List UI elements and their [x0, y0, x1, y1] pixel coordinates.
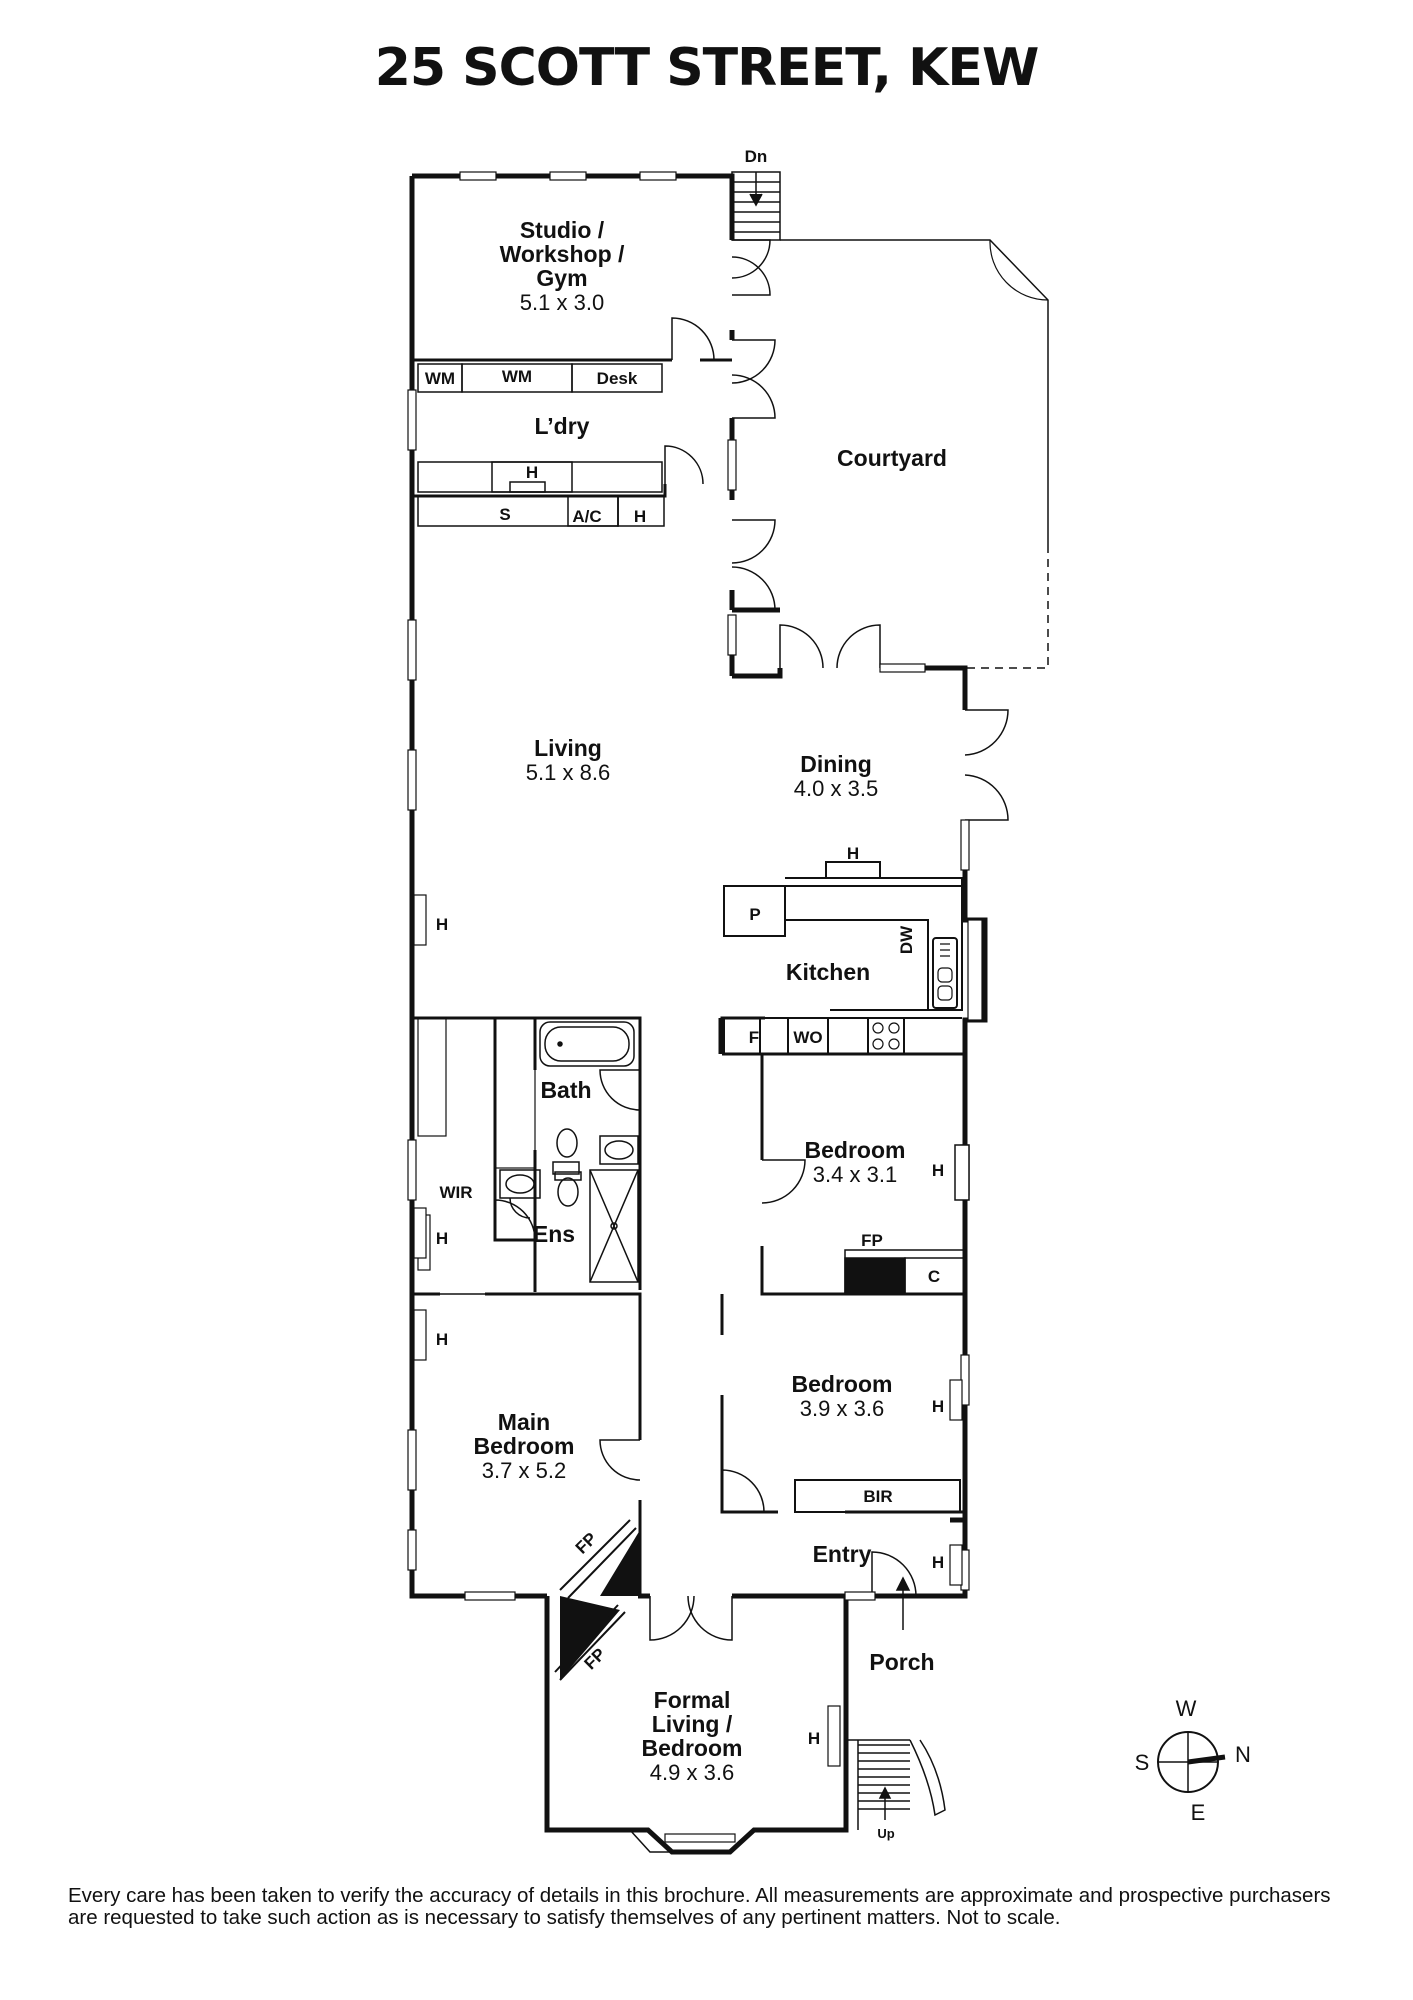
courtyard-outline [780, 239, 1049, 669]
courtyard-label: Courtyard [837, 445, 947, 471]
fireplace-double [554, 1519, 640, 1681]
svg-text:4.0 x 3.5: 4.0 x 3.5 [794, 776, 878, 801]
wir-heater-label: H [436, 1229, 448, 1248]
compass-e: E [1191, 1800, 1206, 1825]
kitchen-heater-label: H [847, 844, 859, 863]
svg-text:Studio /: Studio / [520, 217, 605, 243]
main-bedroom-label: Main Bedroom 3.7 x 5.2 [474, 1409, 575, 1483]
porch-label: Porch [869, 1649, 934, 1675]
entry-arrow [895, 1576, 911, 1630]
dishwasher-label: DW [897, 925, 916, 954]
svg-text:5.1 x 8.6: 5.1 x 8.6 [526, 760, 610, 785]
main-heater-label: H [436, 1330, 448, 1349]
doors [440, 239, 1009, 1641]
svg-text:Bedroom: Bedroom [805, 1137, 906, 1163]
kitchen-sink-bowls [937, 943, 953, 1001]
bedroom3-heater-label: H [932, 1397, 944, 1416]
living-heater-label: H [436, 915, 448, 934]
bedroom3-label: Bedroom 3.9 x 3.6 [792, 1371, 893, 1421]
formal-living-label: Formal Living / Bedroom 4.9 x 3.6 [642, 1687, 743, 1785]
svg-text:Living: Living [534, 735, 602, 761]
bath-fixtures [499, 1021, 639, 1283]
dining-label: Dining 4.0 x 3.5 [794, 751, 878, 801]
svg-text:3.9 x 3.6: 3.9 x 3.6 [800, 1396, 884, 1421]
desk-label: Desk [597, 369, 638, 388]
pantry-label: P [749, 905, 760, 924]
bedroom2-fireplace-label: FP [861, 1231, 883, 1250]
wir-label: WIR [439, 1183, 472, 1202]
ens-label: Ens [533, 1221, 575, 1247]
laundry-heater-label: H [526, 463, 538, 482]
laundry-fixtures [417, 363, 665, 527]
page-title: 25 SCOTT STREET, KEW [374, 38, 1040, 98]
compass-s: S [1135, 1750, 1150, 1775]
svg-text:5.1 x 3.0: 5.1 x 3.0 [520, 290, 604, 315]
svg-text:3.7 x 5.2: 3.7 x 5.2 [482, 1458, 566, 1483]
bedroom2-heater-label: H [932, 1161, 944, 1180]
bay-window [629, 1829, 753, 1853]
wm-label-2: WM [502, 367, 532, 386]
entry-heater-label: H [932, 1553, 944, 1572]
svg-text:Formal: Formal [654, 1687, 731, 1713]
svg-text:Bedroom: Bedroom [642, 1735, 743, 1761]
bir-label: BIR [863, 1487, 892, 1506]
stairs-up [846, 1739, 946, 1830]
kitchen-label: Kitchen [786, 959, 870, 985]
stairs-up-label: Up [877, 1826, 894, 1841]
cooktop [872, 1022, 900, 1050]
ac-label: A/C [572, 507, 601, 526]
ac-heater-label: H [634, 507, 646, 526]
compass-icon: W S N E [1135, 1696, 1251, 1825]
bath-label: Bath [540, 1077, 591, 1103]
svg-text:4.9 x 3.6: 4.9 x 3.6 [650, 1760, 734, 1785]
svg-text:Gym: Gym [536, 265, 587, 291]
living-label: Living 5.1 x 8.6 [526, 735, 610, 785]
svg-text:Main: Main [498, 1409, 550, 1435]
studio-label: Studio / Workshop / Gym 5.1 x 3.0 [500, 217, 625, 315]
compass-n: N [1235, 1742, 1251, 1767]
svg-text:Bedroom: Bedroom [792, 1371, 893, 1397]
sink-label: S [499, 505, 510, 524]
svg-text:3.4 x 3.1: 3.4 x 3.1 [813, 1162, 897, 1187]
stairs-down [731, 171, 781, 241]
formal-heater-label: H [808, 1729, 820, 1748]
wm-label-1: WM [425, 369, 455, 388]
laundry-label: L’dry [535, 413, 590, 439]
svg-text:Dining: Dining [800, 751, 872, 777]
windows [407, 171, 970, 1843]
heaters [413, 894, 963, 1767]
kitchen-fixtures [721, 861, 983, 1055]
bedroom2-fixtures [844, 1144, 970, 1295]
svg-text:Bedroom: Bedroom [474, 1433, 575, 1459]
bedroom2-label: Bedroom 3.4 x 3.1 [805, 1137, 906, 1187]
wall-oven-label: WO [793, 1028, 822, 1047]
svg-text:Living /: Living / [652, 1711, 733, 1737]
compass-w: W [1176, 1696, 1197, 1721]
disclaimer-text: Every care has been taken to verify the … [68, 1884, 1331, 1929]
entry-label: Entry [813, 1541, 872, 1567]
bir-cupboard [794, 1479, 961, 1513]
cupboard-label: C [928, 1267, 940, 1286]
stairs-dn-label: Dn [745, 147, 768, 166]
svg-text:Workshop /: Workshop / [500, 241, 625, 267]
fridge-label: F [749, 1028, 759, 1047]
